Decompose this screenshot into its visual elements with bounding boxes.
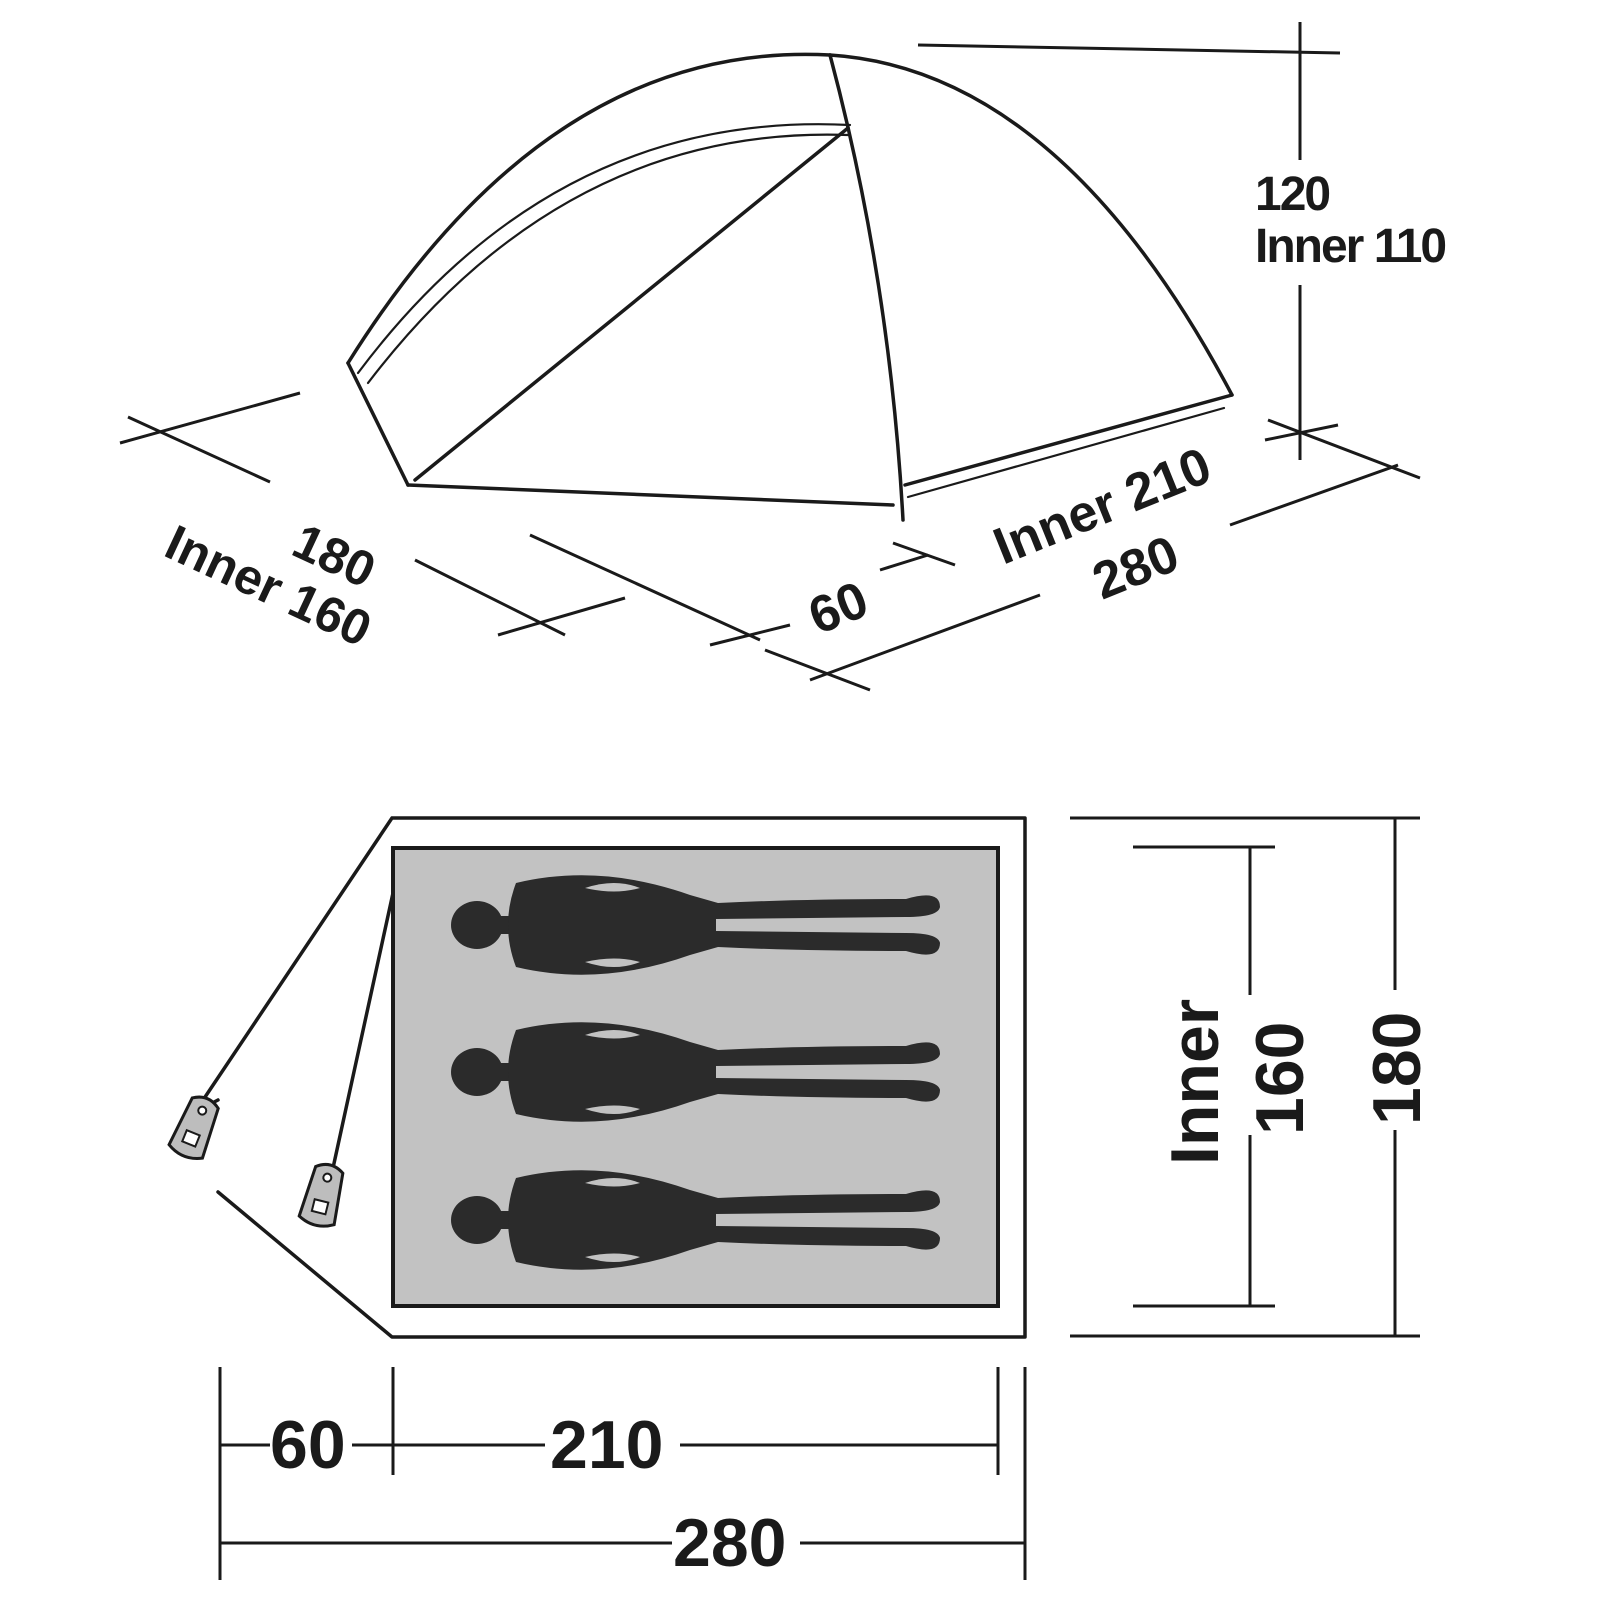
flysheet-outline [193,816,1027,1339]
door-guy-line [331,891,395,1170]
perspective-vestibule-label: 60 [801,571,876,646]
floor-plan-view [167,816,1027,1339]
plan-vestibule-label: 60 [270,1407,346,1483]
plan-inner-width-label: 160 [1242,1022,1318,1135]
height-label: 120 [1255,168,1329,221]
tent-front-seam [828,53,905,522]
tent-front-bottom [406,483,895,507]
plan-length-label: 280 [673,1505,786,1581]
length-dimension-plan: 60 210 280 [218,1367,1027,1581]
tent-door-diagonal [413,126,850,482]
height-dimension: 120 Inner 110 [917,22,1447,460]
plan-inner-word: Inner [1157,999,1233,1165]
arm-gaps [585,883,640,1262]
door-edge-arc-1 [356,123,852,375]
inner-height-label: Inner 110 [1255,220,1445,273]
width-dimension-perspective: 180 Inner 160 [119,391,626,658]
plan-inner-length-label: 210 [550,1407,663,1483]
tent-perspective-view [346,52,1234,522]
width-dimension-plan: Inner 160 180 [1070,816,1435,1338]
tent-right-bottom-inner [906,406,1226,499]
peg-icon [297,1162,345,1228]
door-edge-arc-2 [366,133,850,385]
plan-width-label: 180 [1359,1012,1435,1125]
tent-left-arc [346,52,832,365]
peg-icon [167,1095,220,1160]
tent-right-arc [828,53,1234,397]
tent-left-edge [346,361,410,487]
length-dimension-perspective: 60 Inner 210 280 [529,418,1421,692]
tent-right-bottom [903,393,1234,487]
